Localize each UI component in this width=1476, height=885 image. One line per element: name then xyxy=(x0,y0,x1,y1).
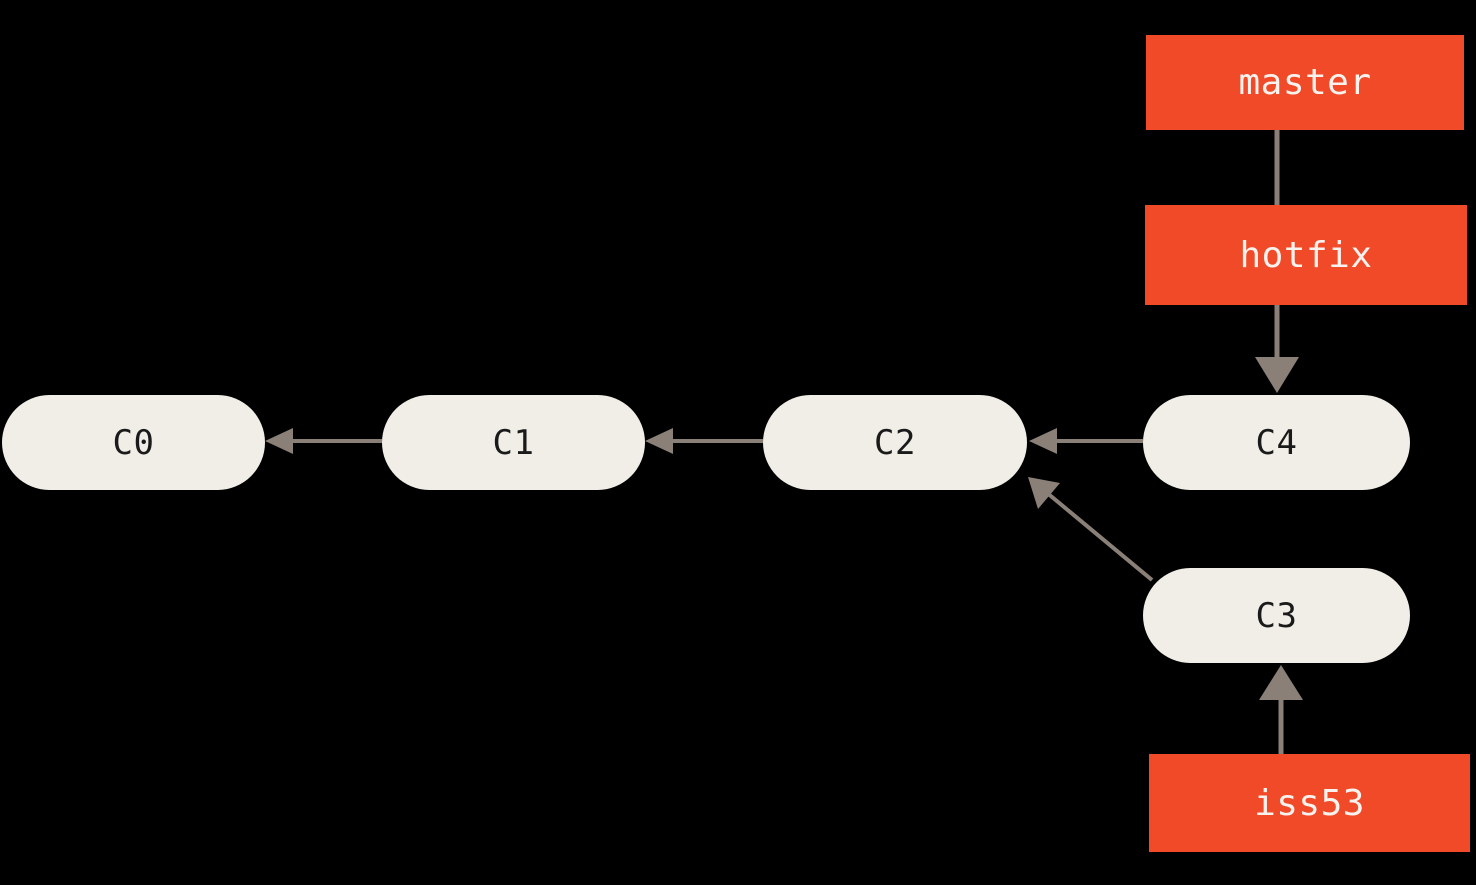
commit-label-c2: C2 xyxy=(874,422,916,463)
edge-c3-to-c2 xyxy=(1028,477,1154,582)
branch-label-hotfix[interactable]: hotfix xyxy=(1145,205,1467,305)
edge-c4-to-c2 xyxy=(1029,428,1143,454)
edge-c1-to-c0 xyxy=(265,428,382,454)
edge-c2-to-c1 xyxy=(645,428,763,454)
branch-label-iss53-text: iss53 xyxy=(1254,782,1365,824)
branch-label-master[interactable]: master xyxy=(1146,35,1464,130)
commit-node-c2[interactable]: C2 xyxy=(763,395,1027,490)
commit-label-c0: C0 xyxy=(112,422,155,463)
commit-node-c1[interactable]: C1 xyxy=(382,395,645,490)
edge-iss53-to-c3 xyxy=(1259,665,1303,754)
commit-label-c3: C3 xyxy=(1255,595,1298,636)
commit-label-c1: C1 xyxy=(492,422,535,463)
commit-node-c4[interactable]: C4 xyxy=(1143,395,1410,490)
branch-label-hotfix-text: hotfix xyxy=(1239,234,1373,276)
commit-node-c0[interactable]: C0 xyxy=(2,395,265,490)
commit-node-c3[interactable]: C3 xyxy=(1143,568,1410,663)
branch-label-iss53[interactable]: iss53 xyxy=(1149,754,1470,852)
commit-label-c4: C4 xyxy=(1255,422,1298,463)
branch-label-master-text: master xyxy=(1238,62,1372,103)
edge-hotfix-to-c4 xyxy=(1255,305,1299,393)
